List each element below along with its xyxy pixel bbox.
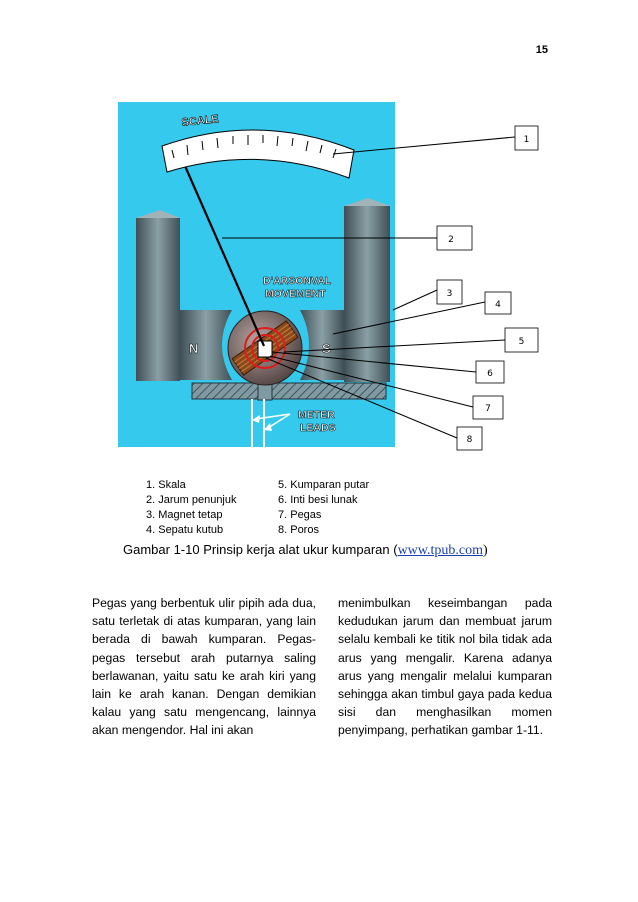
figure-caption: Gambar 1-10 Prinsip kerja alat ukur kump… — [123, 542, 488, 559]
caption-label: Gambar 1-10 Prinsip kerja alat ukur kump… — [123, 542, 398, 557]
legend-item: 3. Magnet tetap — [146, 509, 223, 521]
source-link[interactable]: www.tpub.com — [397, 543, 483, 558]
legend-item: 8. Poros — [278, 524, 319, 536]
pole-n-label: N — [189, 341, 198, 356]
callout-3-text: 3 — [447, 289, 453, 299]
legend-item: 1. Skala — [146, 479, 186, 491]
callout-2: 2 — [436, 225, 473, 251]
movement-label-2: MOVEMENT — [265, 288, 326, 300]
leader-lines — [222, 136, 516, 439]
body-right-column: menimbulkan keseimbangan pada kedudukan … — [338, 596, 552, 738]
pivot-block — [257, 340, 273, 358]
legend-item: 6. Inti besi lunak — [278, 494, 358, 506]
callout-4-text: 4 — [495, 300, 501, 310]
legend-item: 7. Pegas — [278, 509, 322, 521]
legend-item: 4. Sepatu kutub — [146, 524, 224, 536]
callout-3: 3 — [436, 279, 463, 305]
dArsonval-figure: SCALE D'ARSONVAL MOVEMENT N S METER LEAD… — [118, 102, 539, 451]
leads-label-2: LEADS — [300, 422, 336, 434]
legend-item: 5. Kumparan putar — [278, 479, 370, 491]
callout-7: 7 — [472, 395, 504, 420]
legend-right-column: 5. Kumparan putar 6. Inti besi lunak 7. … — [278, 478, 369, 538]
callout-4: 4 — [484, 291, 512, 315]
pole-shoe-left — [180, 310, 232, 380]
base-plate — [191, 382, 387, 400]
callout-1-text: 1 — [524, 135, 530, 145]
legend-item: 2. Jarum penunjuk — [146, 494, 237, 506]
leads-label-1: METER — [298, 409, 335, 421]
page-number: 15 — [535, 44, 548, 56]
callout-7-text: 7 — [485, 404, 491, 414]
pointer-needle — [176, 149, 266, 347]
magnet-right-post — [344, 206, 390, 382]
callout-1: 1 — [514, 125, 539, 151]
pole-shoe-right — [300, 310, 344, 380]
movement-label-1: D'ARSONVAL — [263, 275, 332, 287]
spring-ring-inner — [251, 334, 279, 362]
scale-ticks — [171, 135, 337, 159]
callout-2-text: 2 — [448, 235, 454, 245]
callout-8: 8 — [456, 426, 483, 451]
callout-5-text: 5 — [519, 337, 525, 347]
callout-6: 6 — [475, 360, 505, 384]
scale-label: SCALE — [181, 113, 219, 129]
callout-8-text: 8 — [467, 435, 473, 445]
caption-close: ) — [482, 543, 488, 558]
magnet-left-post — [136, 218, 180, 381]
body-left-column: Pegas yang berbentuk ulir pipih ada dua,… — [92, 596, 316, 738]
callout-6-text: 6 — [487, 369, 493, 379]
spring-ring-outer — [244, 327, 286, 369]
pole-s-label: S — [322, 341, 331, 356]
scale-arc — [161, 129, 355, 179]
legend-left-column: 1. Skala 2. Jarum penunjuk 3. Magnet tet… — [146, 478, 237, 538]
callout-5: 5 — [504, 327, 539, 353]
